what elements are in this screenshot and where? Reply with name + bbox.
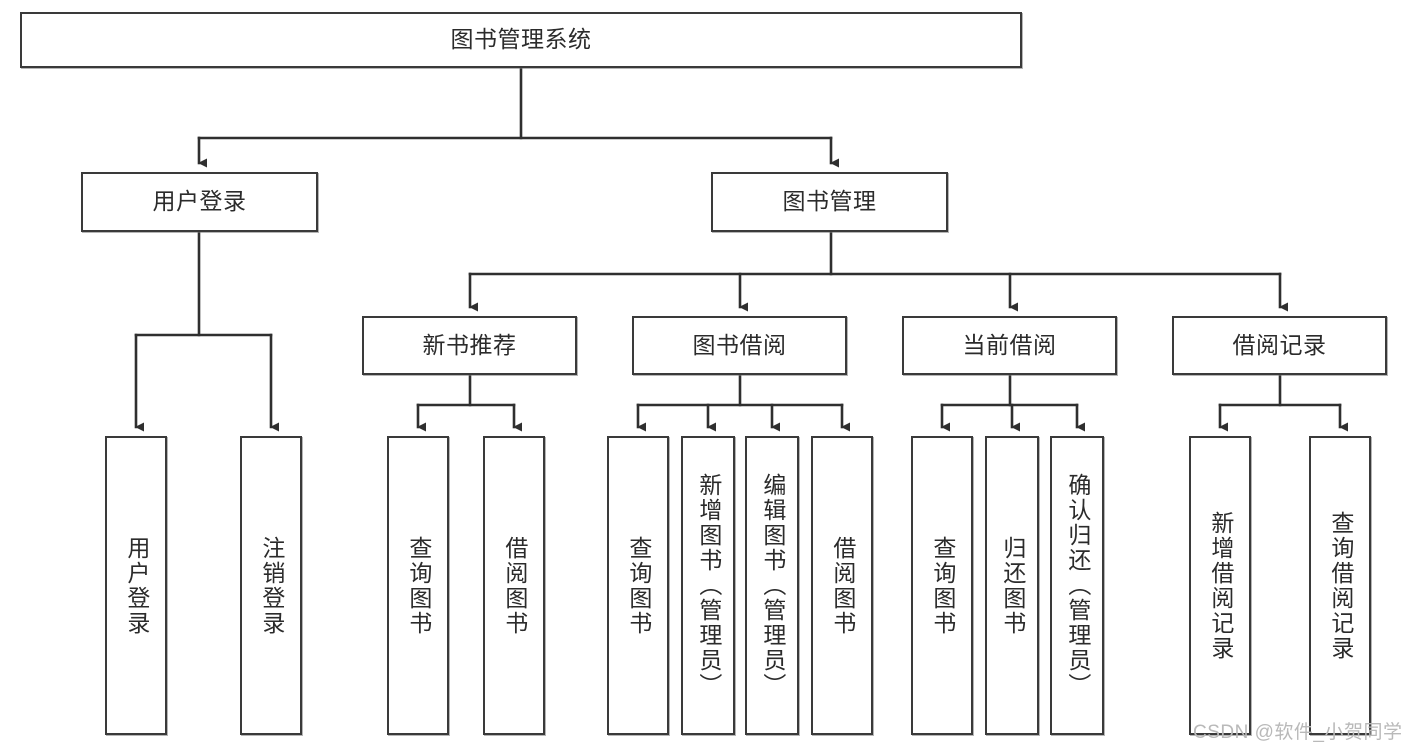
- node-root[interactable]: 图书管理系统: [20, 12, 1022, 68]
- node-leaf-add-record[interactable]: 新增借阅记录: [1189, 436, 1251, 735]
- node-new-book-rec[interactable]: 新书推荐: [362, 316, 577, 375]
- csdn-watermark: CSDN @软件_小贺同学: [1193, 722, 1403, 743]
- node-leaf-confirm-return-label: 确认归还（管理员）: [1064, 473, 1091, 698]
- node-leaf-borrow-book-2[interactable]: 借阅图书: [811, 436, 873, 735]
- node-leaf-query-record-label: 查询借阅记录: [1327, 510, 1354, 661]
- node-leaf-borrow-book-2-label: 借阅图书: [829, 535, 856, 636]
- node-leaf-edit-book[interactable]: 编辑图书（管理员）: [745, 436, 799, 735]
- node-leaf-edit-book-label: 编辑图书（管理员）: [759, 473, 786, 698]
- node-user-login[interactable]: 用户登录: [81, 172, 318, 232]
- node-user-login-label: 用户登录: [152, 188, 247, 215]
- node-leaf-user-login-label: 用户登录: [123, 535, 150, 636]
- node-book-manage-label: 图书管理: [782, 188, 877, 215]
- node-book-borrow[interactable]: 图书借阅: [632, 316, 847, 375]
- node-book-borrow-label: 图书借阅: [692, 331, 787, 358]
- node-root-label: 图书管理系统: [450, 26, 592, 53]
- node-leaf-query-book-2-label: 查询图书: [625, 535, 652, 636]
- node-book-manage[interactable]: 图书管理: [711, 172, 948, 232]
- node-borrow-record-label: 借阅记录: [1232, 331, 1327, 358]
- node-leaf-add-book[interactable]: 新增图书（管理员）: [681, 436, 735, 735]
- node-leaf-query-book-3[interactable]: 查询图书: [911, 436, 973, 735]
- node-leaf-user-login[interactable]: 用户登录: [105, 436, 167, 735]
- node-leaf-borrow-book-1[interactable]: 借阅图书: [483, 436, 545, 735]
- node-leaf-user-logout-label: 注销登录: [258, 535, 285, 636]
- node-borrow-record[interactable]: 借阅记录: [1172, 316, 1387, 375]
- node-leaf-query-book-1[interactable]: 查询图书: [387, 436, 449, 735]
- node-leaf-return-book[interactable]: 归还图书: [985, 436, 1039, 735]
- node-leaf-borrow-book-1-label: 借阅图书: [501, 535, 528, 636]
- node-current-borrow-label: 当前借阅: [962, 331, 1057, 358]
- node-new-book-rec-label: 新书推荐: [422, 331, 517, 358]
- node-leaf-confirm-return[interactable]: 确认归还（管理员）: [1050, 436, 1104, 735]
- node-leaf-query-book-3-label: 查询图书: [929, 535, 956, 636]
- node-leaf-add-record-label: 新增借阅记录: [1207, 510, 1234, 661]
- node-leaf-query-book-1-label: 查询图书: [405, 535, 432, 636]
- node-leaf-user-logout[interactable]: 注销登录: [240, 436, 302, 735]
- node-leaf-add-book-label: 新增图书（管理员）: [695, 473, 722, 698]
- node-current-borrow[interactable]: 当前借阅: [902, 316, 1117, 375]
- node-leaf-return-book-label: 归还图书: [999, 535, 1026, 636]
- node-leaf-query-record[interactable]: 查询借阅记录: [1309, 436, 1371, 735]
- node-leaf-query-book-2[interactable]: 查询图书: [607, 436, 669, 735]
